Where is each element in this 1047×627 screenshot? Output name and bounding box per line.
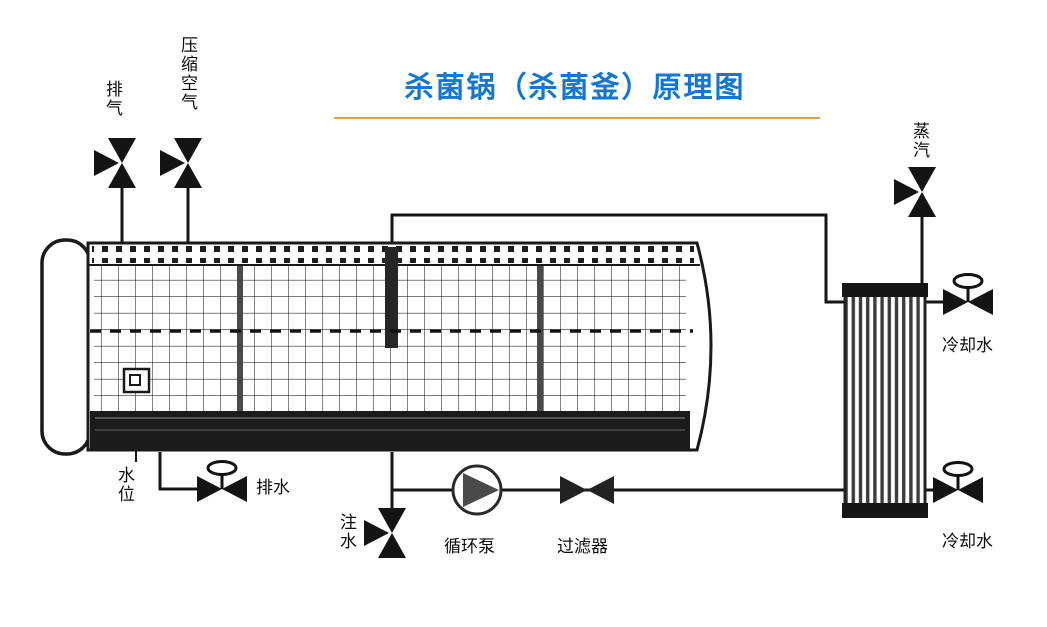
steam-valve-icon [894, 167, 936, 217]
basket-divider [237, 266, 243, 413]
basket-divider [537, 266, 543, 413]
circulation-pump-label: 循环泵 [444, 537, 495, 556]
compressed-air-label: 压缩空气 [178, 36, 197, 112]
exhaust-valve-icon [94, 138, 136, 188]
cooling-water-bottom-valve-icon [931, 461, 985, 505]
title-underline [334, 117, 820, 119]
exhaust-label: 排气 [103, 80, 122, 118]
cooling-water-top-valve-icon [941, 273, 995, 317]
filter-icon [560, 476, 614, 504]
water-level-sensor-icon [122, 367, 151, 394]
compressed-air-valve-icon [160, 138, 202, 188]
cooling-water-bottom-label: 冷却水 [942, 532, 993, 551]
heat-exchanger-icon [842, 283, 928, 518]
cooling-water-top-label: 冷却水 [942, 336, 993, 355]
page-title: 杀菌锅（杀菌釜）原理图 [404, 72, 746, 104]
steam-label: 蒸汽 [910, 122, 929, 160]
water-level-label: 水位 [115, 466, 134, 504]
dip-tube [385, 247, 398, 348]
water-inlet-valve-icon [364, 508, 406, 558]
water-inlet-label: 注水 [337, 513, 356, 551]
drain-valve-icon [195, 460, 249, 504]
drain-label: 排水 [256, 478, 290, 497]
circulation-pump-icon [451, 464, 503, 516]
retort-vessel [40, 238, 713, 456]
filter-label: 过滤器 [557, 537, 608, 556]
